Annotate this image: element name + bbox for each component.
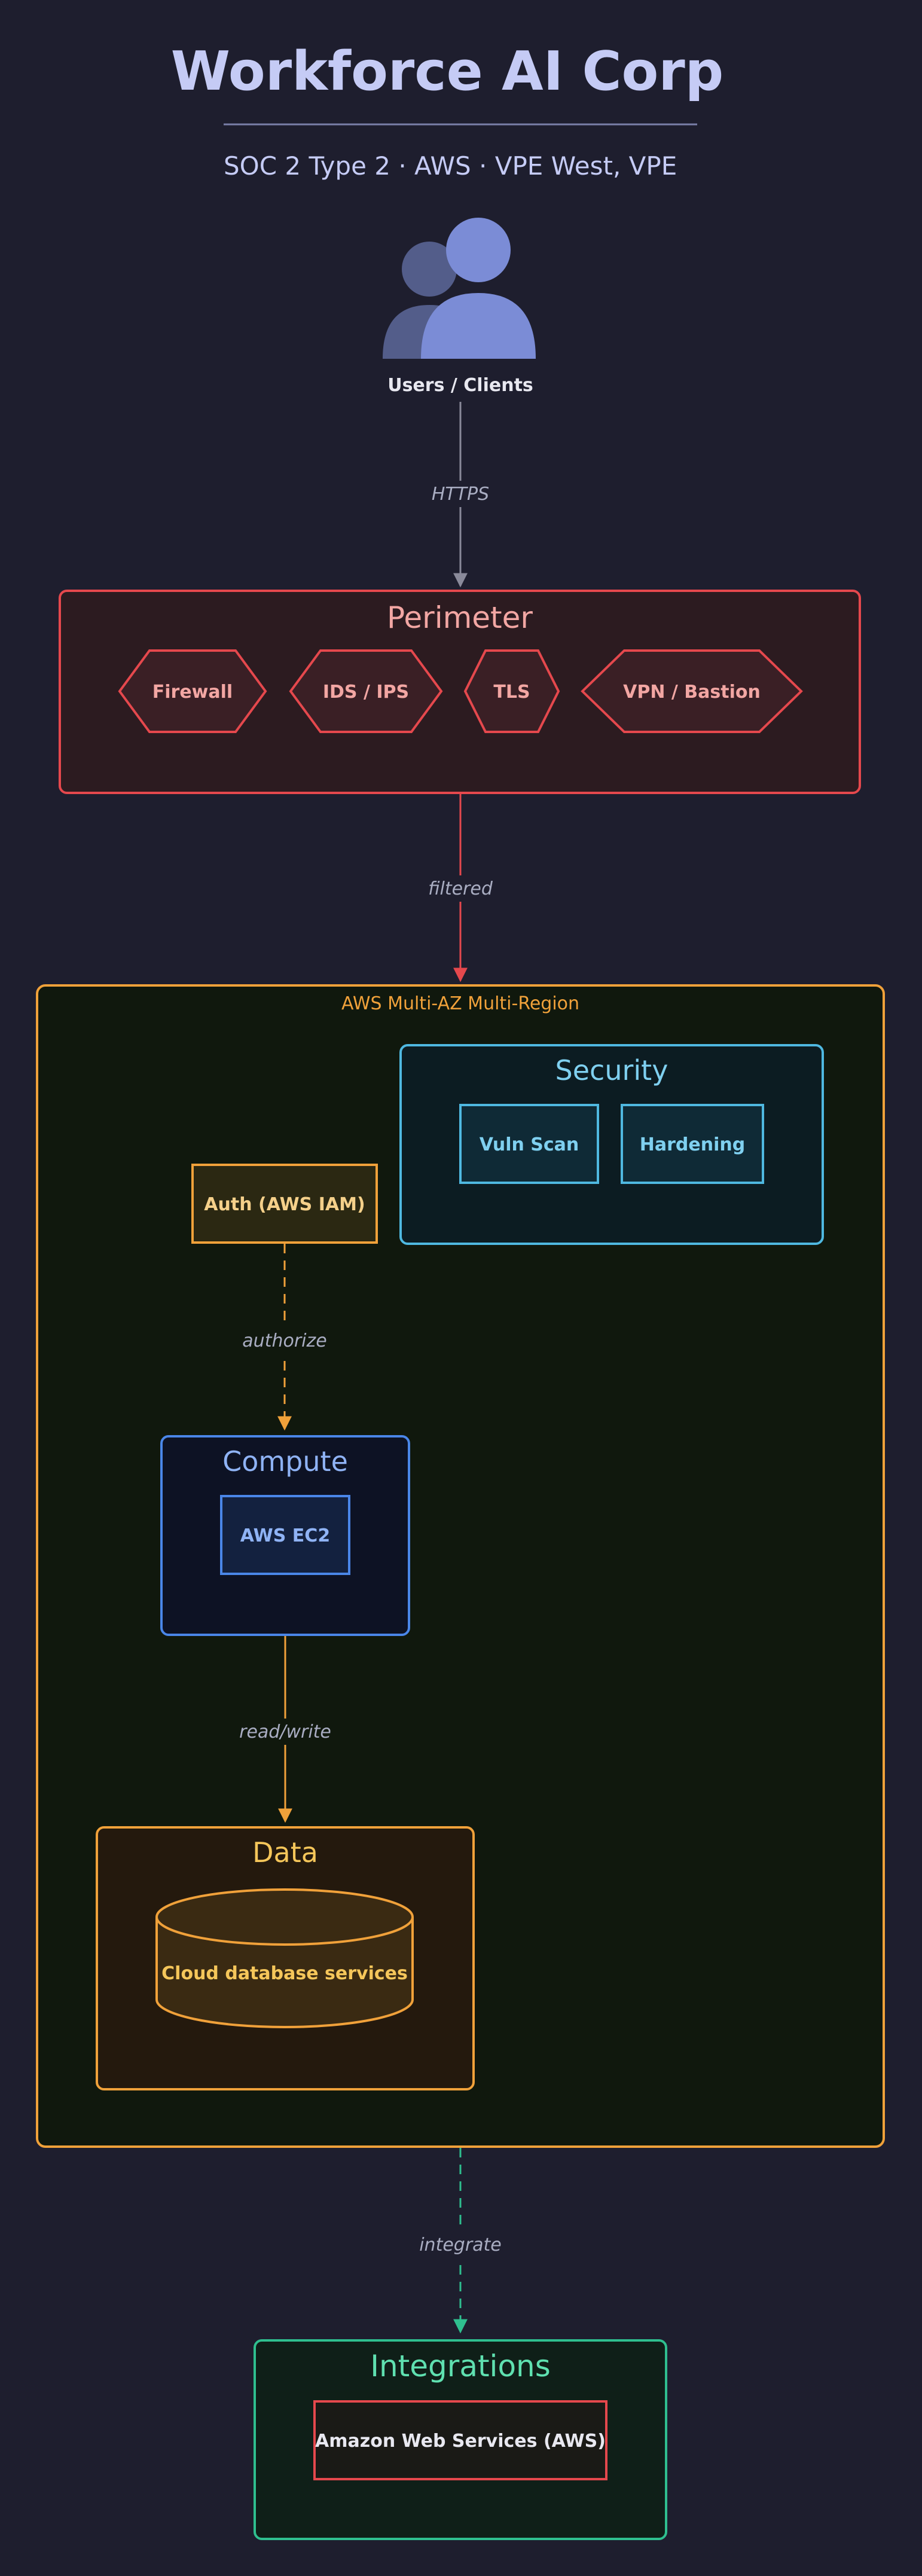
compute-title: Compute — [222, 1445, 348, 1478]
page-subtitle: SOC 2 Type 2 · AWS · VPE West, VPE — [224, 151, 677, 181]
tls-label: TLS — [493, 682, 530, 703]
cloud-label: AWS Multi-AZ Multi-Region — [341, 993, 579, 1014]
aws-integration-label: Amazon Web Services (AWS) — [315, 2431, 606, 2452]
edge-label-bg — [237, 1719, 333, 1745]
perimeter-ids-ips: IDS / IPS — [289, 649, 443, 733]
firewall-label: Firewall — [152, 682, 233, 703]
data-title: Data — [252, 1836, 318, 1869]
edge-label-integrate: integrate — [419, 2235, 502, 2255]
edge-label-bg — [416, 2232, 505, 2258]
ec2-node — [220, 1495, 350, 1575]
security-zone — [399, 1044, 824, 1245]
vuln-scan-label: Vuln Scan — [480, 1134, 579, 1155]
security-title: Security — [555, 1054, 668, 1086]
auth-label: Auth (AWS IAM) — [204, 1194, 365, 1215]
perimeter-title: Perimeter — [387, 600, 533, 635]
edge-label-bg — [422, 875, 499, 902]
edge-label-authorize: authorize — [242, 1330, 326, 1351]
aws-integration-node — [313, 2400, 607, 2480]
edge-label-bg — [428, 481, 493, 507]
ec2-label: AWS EC2 — [240, 1525, 330, 1546]
vuln-scan-node — [459, 1104, 599, 1184]
edge-label-filtered: filtered — [428, 878, 493, 899]
database-cylinder — [155, 1888, 414, 2028]
vpn-bastion-label: VPN / Bastion — [623, 682, 761, 703]
perimeter-vpn-bastion: VPN / Bastion — [581, 649, 803, 733]
ids-ips-label: IDS / IPS — [323, 682, 409, 703]
perimeter-tls: TLS — [463, 649, 560, 733]
hardening-label: Hardening — [640, 1134, 745, 1155]
edge-label-https: HTTPS — [432, 484, 489, 505]
integrations-title: Integrations — [370, 2349, 551, 2383]
perimeter-zone — [59, 590, 861, 794]
users-icon — [383, 218, 536, 359]
edge-label-read-write: read/write — [239, 1722, 331, 1742]
edge-label-bg — [239, 1327, 330, 1354]
database-label: Cloud database services — [161, 1963, 408, 1984]
auth-node — [191, 1164, 378, 1244]
perimeter-firewall: Firewall — [118, 649, 267, 733]
page-title: Workforce AI Corp — [171, 40, 723, 103]
hardening-node — [621, 1104, 764, 1184]
users-label: Users / Clients — [387, 375, 533, 396]
